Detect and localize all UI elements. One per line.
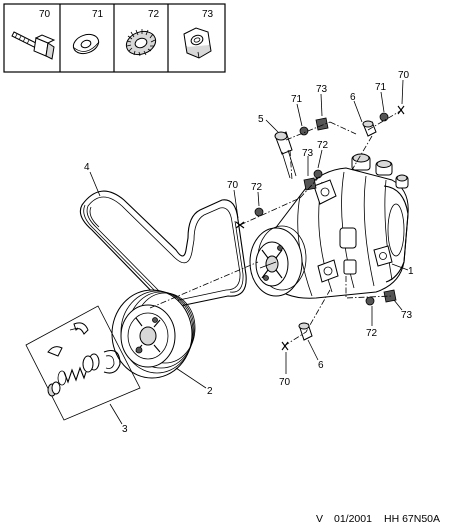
callout-72-upper: 72 [317,140,329,151]
alignment-lines [149,109,403,347]
lower-stud-6 [298,322,313,341]
mid-nut-73 [303,177,317,191]
callout-5: 5 [258,114,264,125]
callout-labels: 1 2 3 4 5 6 6 70 70 70 71 71 72 72 72 73… [84,70,414,435]
callout-70-left: 70 [227,180,239,191]
footer-version: V [316,513,323,525]
callout-4: 4 [84,162,90,173]
callout-2: 2 [207,386,213,397]
upper-nut-73 [315,117,329,131]
mid-washer-72 [313,169,323,179]
callout-1: 1 [408,266,414,277]
right-bolt-70 [397,105,405,115]
legend-ref-72: 72 [148,9,160,20]
callout-6-lower: 6 [318,360,324,371]
bolt-icon [11,31,56,60]
callout-73-mid: 73 [302,148,314,159]
left-washer-72 [254,207,264,217]
flat-washer-icon [72,33,100,55]
ac-compressor [249,153,409,299]
hex-nut-icon [183,27,212,59]
callout-71-left: 71 [291,94,303,105]
right-stud-6 [362,120,377,137]
lower-washer-72 [365,296,375,306]
callout-73-lower: 73 [401,310,413,321]
leader-lines [89,79,409,425]
callout-70-lower: 70 [279,377,291,388]
callout-72-left: 72 [251,182,263,193]
drive-belt [79,190,247,309]
legend-ref-70: 70 [39,9,51,20]
footer-date: 01/2001 [334,513,372,525]
footer-reference: HH 67N50A [384,513,440,525]
callout-6-upper: 6 [350,92,356,103]
clutch-pulley [111,289,196,379]
serrated-washer-icon [125,29,157,57]
parts-legend: 70 71 72 73 [3,3,226,73]
callout-3: 3 [122,424,128,435]
legend-ref-73: 73 [202,9,214,20]
right-washer-71 [379,112,389,122]
clutch-fitting-kit [25,305,141,421]
callout-72-lower: 72 [366,328,378,339]
callout-70-upper: 70 [398,70,410,81]
upper-bolt-stud [274,131,297,179]
drawing-footer: V 01/2001 HH 67N50A [316,513,440,525]
callout-71-right: 71 [375,82,387,93]
lower-bolt-70 [281,341,289,351]
legend-ref-71: 71 [92,9,104,20]
callout-73-upper: 73 [316,84,328,95]
